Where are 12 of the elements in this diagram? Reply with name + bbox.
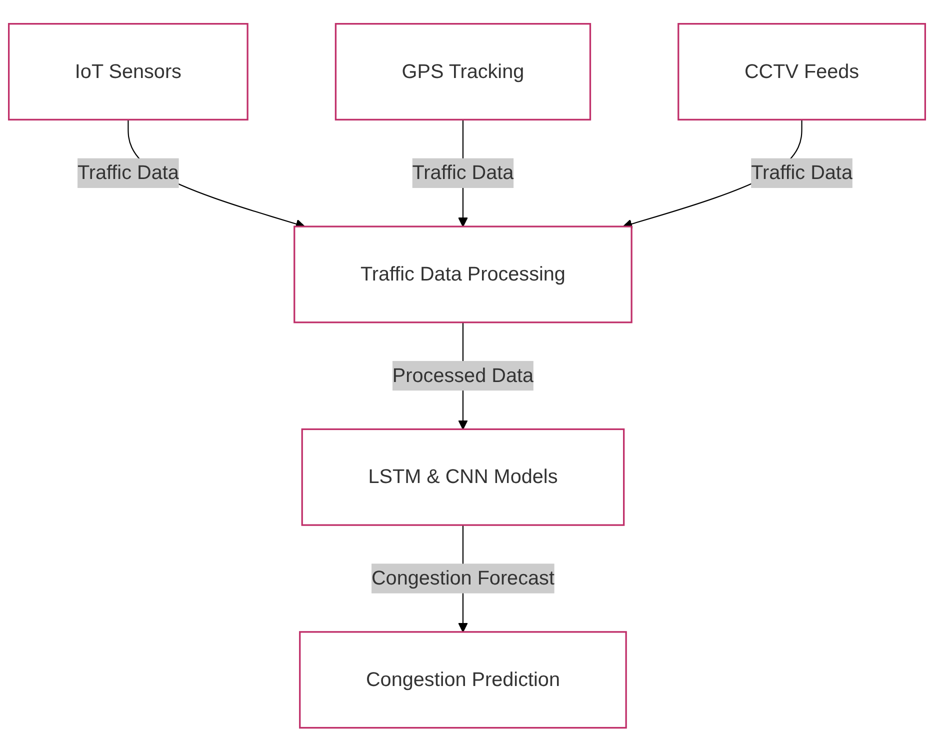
edge-label: Congestion Forecast [371,567,554,590]
edge-label: Traffic Data [78,162,179,184]
edge-label: Processed Data [392,364,534,386]
edge-label: Traffic Data [412,162,514,184]
node-box [678,23,926,121]
node-box [301,428,625,526]
node-box [299,631,627,729]
node-box [8,23,248,121]
node-box [334,23,592,121]
node-box [294,226,632,324]
edge-label: Traffic Data [751,162,852,184]
flowchart-drawing: Traffic Data Traffic Data Traffic Data Processed Data Congestion Forecast IoT Sensors GPS Tracking CCTV Feeds Traffic Data Processing LSTM & CNN Models Congestion Prediction [0,15,934,737]
